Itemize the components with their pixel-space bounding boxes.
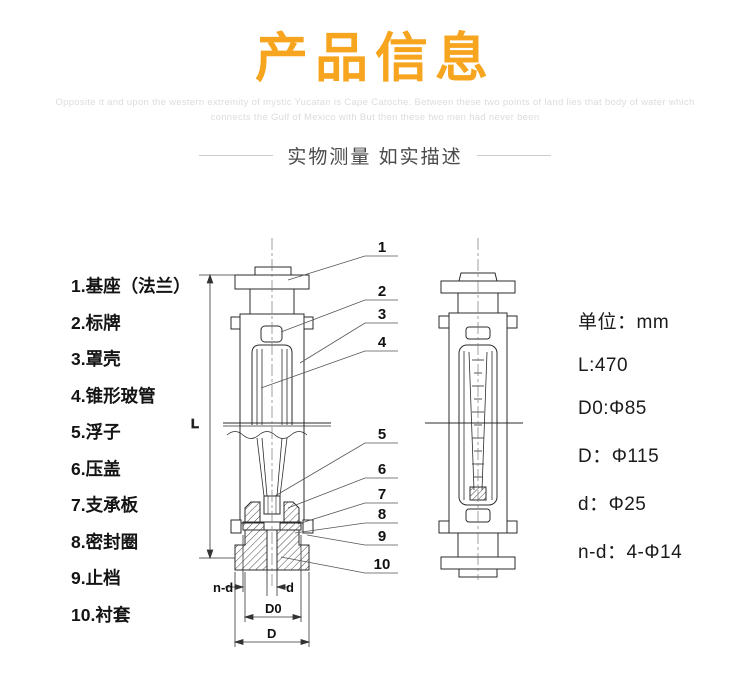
divider-line-right: [476, 154, 551, 156]
section-heading: 实物测量 如实描述: [287, 146, 463, 168]
parts-list: 1.基座（法兰） 2.标牌 3.罩壳 4.锥形玻管 5.浮子 6.压盖 7.支承…: [71, 268, 191, 633]
break-lines: [223, 422, 331, 439]
cone-taper: [256, 437, 288, 497]
parts-list-item: 4.锥形玻管: [71, 385, 156, 406]
callout-number: 4: [378, 334, 387, 351]
dim-label-d: d: [286, 580, 294, 595]
callout-number: 5: [378, 426, 386, 443]
tagline-line-1: Opposite it and upon the western extremi…: [55, 97, 695, 109]
spec-d: d：Φ25: [578, 494, 647, 515]
parts-list-item: 3.罩壳: [71, 349, 121, 369]
callout-number: 10: [374, 556, 391, 573]
dimension-specs: 单位：mm L:470 D0:Φ85 D：Φ115 d：Φ25 n-d：4-Φ1…: [578, 307, 682, 585]
flowmeter-front-diagram: [425, 238, 523, 580]
dim-label-D: D: [267, 626, 276, 641]
spec-D: D：Φ115: [578, 446, 660, 467]
spec-n-d: n-d：4-Φ14: [578, 542, 683, 563]
spec-L: L:470: [578, 355, 629, 376]
parts-list-item: 2.标牌: [71, 312, 121, 333]
product-info-page: 产品信息 Opposite it and upon the western ex…: [0, 29, 750, 673]
divider-line-left: [199, 154, 274, 156]
tagline-line-2: connects the Gulf of Mexico with But the…: [210, 112, 540, 124]
spec-D0: D0:Φ85: [578, 398, 647, 419]
callout-numbers: 1 2 3 4 5 6 7 8 9 10: [374, 239, 391, 573]
parts-list-item: 8.密封圈: [71, 531, 139, 552]
callout-number: 9: [378, 528, 386, 545]
dimension-bottom: [225, 535, 311, 647]
parts-list-item: 5.浮子: [71, 422, 121, 442]
parts-list-item: 9.止档: [71, 568, 121, 588]
parts-list-item: 10.衬套: [71, 604, 131, 625]
callout-number: 2: [378, 283, 386, 300]
callout-number: 1: [378, 239, 386, 256]
english-tagline: Opposite it and upon the western extremi…: [0, 95, 750, 125]
callout-leaders: [260, 255, 398, 574]
callout-number: 6: [378, 461, 386, 478]
spec-unit: 单位：mm: [578, 312, 670, 333]
flowmeter-section-diagram: L n-d d D0: [191, 238, 398, 647]
parts-list-item: 7.支承板: [71, 495, 139, 515]
page-title: 产品信息: [255, 29, 495, 88]
parts-list-item: 6.压盖: [71, 458, 121, 479]
callout-number: 7: [378, 486, 386, 503]
dim-label-D0: D0: [265, 601, 282, 616]
section-divider: 实物测量 如实描述: [0, 142, 750, 169]
callout-number: 3: [378, 306, 386, 323]
parts-list-item: 1.基座（法兰）: [71, 276, 191, 296]
dimension-L: L: [191, 273, 235, 560]
dim-label-L: L: [191, 416, 199, 431]
callout-number: 8: [378, 506, 386, 523]
dim-label-n-d: n-d: [213, 580, 233, 595]
